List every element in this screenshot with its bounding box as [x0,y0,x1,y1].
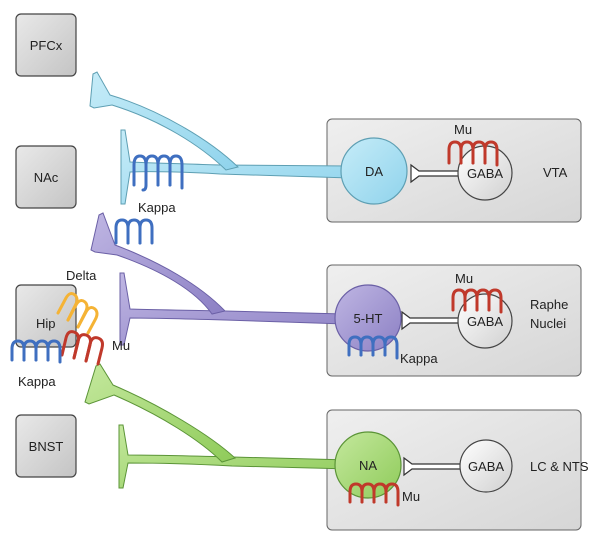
region-label-pfcx: PFCx [30,38,63,53]
gaba-to-da-synapse [410,163,459,184]
gaba-to-na-synapse [403,456,462,477]
gaba-label-lc: GABA [468,459,504,474]
gaba-interneuron-raphe [457,293,513,349]
na-neuron [334,431,402,499]
gaba-to-ht-synapse [401,310,460,331]
serotonin-projections [90,212,346,346]
kappa-receptor-terminal [114,218,154,245]
mu-label-lc: Mu [402,489,420,504]
region-box-hip [15,284,77,348]
na-projections [84,363,351,489]
region-box-nac: NAc [15,145,77,209]
area-label-raphe-line2: Nuclei [530,316,566,331]
mu-label-hip: Mu [112,338,130,353]
region-label-nac: NAc [34,170,59,185]
serotonin-neuron [334,284,402,352]
region-label-hip: Hip [36,316,56,331]
da-neuron-label: DA [365,164,383,179]
kappa-label-raphe: Kappa [400,351,438,366]
mu-label-vta: Mu [454,122,472,137]
area-label-raphe-line1: Raphe [530,297,568,312]
raphe-circuit: 5-HT GABA Raphe Nuclei [334,284,568,352]
delta-receptor-hip [56,292,99,335]
kappa-receptor-nac [132,154,184,192]
kappa-receptor-hip [10,339,62,364]
kappa-label-nac: Kappa [138,200,176,215]
gaba-label-raphe: GABA [467,314,503,329]
panel-lc [326,409,582,531]
da-neuron [340,137,408,205]
kappa-receptor-raphe [347,335,399,360]
gaba-label-vta: GABA [467,166,503,181]
mu-receptor-raphe [451,288,503,314]
mu-label-raphe: Mu [455,271,473,286]
region-label-bnst: BNST [29,439,64,454]
delta-label-hip: Delta [66,268,97,283]
area-label-vta: VTA [543,165,568,180]
region-box-pfcx: PFCx [15,13,77,77]
kappa-label-hip: Kappa [18,374,56,389]
mu-receptor-lc [348,482,400,507]
region-box-bnst: BNST [15,414,77,478]
da-projections [89,71,351,205]
na-neuron-label: NA [359,458,377,473]
mu-receptor-vta [447,140,499,167]
serotonin-neuron-label: 5-HT [354,311,383,326]
mu-receptor-hip [60,330,104,366]
gaba-interneuron-lc [459,439,513,493]
area-label-lc: LC & NTS [530,459,589,474]
lc-circuit: NA GABA LC & NTS [334,431,589,499]
